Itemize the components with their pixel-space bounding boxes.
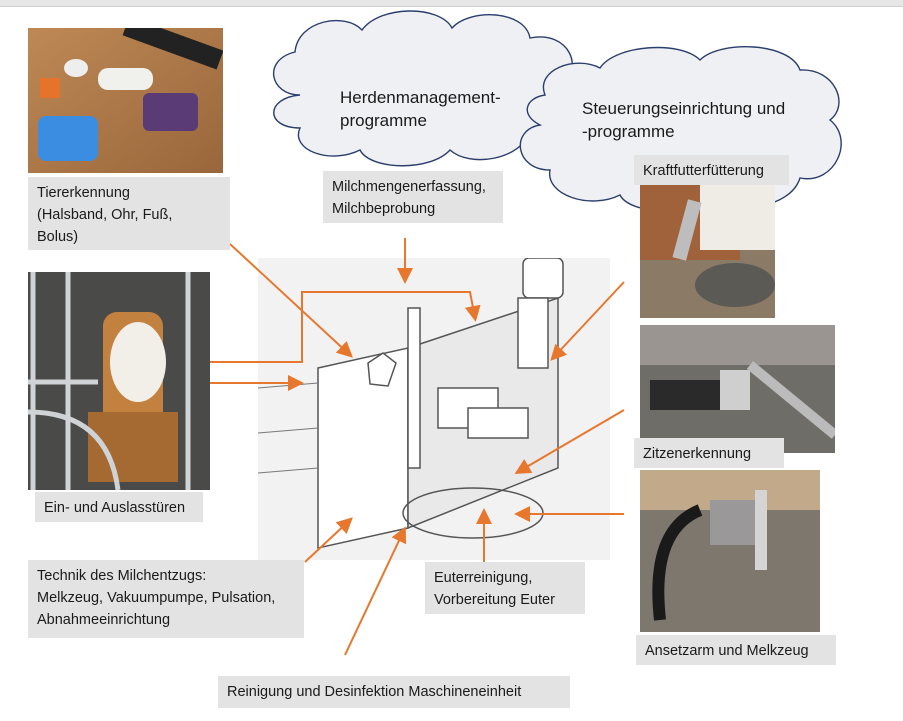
control-cloud-text: Steuerungseinrichtung und -programme xyxy=(582,97,785,143)
arrow-tiererkennung xyxy=(229,243,353,358)
label-ansetzarm-line1: Ansetzarm und Melkzeug xyxy=(645,643,809,659)
label-tiererkennung-line3: Bolus) xyxy=(37,229,79,245)
label-tiererkennung-line1: Tiererkennung xyxy=(37,185,130,201)
label-tiererkennung: Tiererkennung (Halsband, Ohr, Fuß, Bolus… xyxy=(28,177,230,250)
arrow-technik xyxy=(304,517,353,563)
label-tiererkennung-line2: (Halsband, Ohr, Fuß, xyxy=(37,207,173,223)
control-cloud-line1: Steuerungseinrichtung und xyxy=(582,99,786,118)
label-tueren: Ein- und Auslasstüren xyxy=(35,492,203,522)
label-reinigung-line1: Reinigung und Desinfektion Maschineneinh… xyxy=(227,684,522,700)
herd-cloud-line1: Herdenmanagement- xyxy=(340,88,501,107)
label-kraftfutter: Kraftfutterfütterung xyxy=(634,155,789,185)
label-ansetzarm: Ansetzarm und Melkzeug xyxy=(636,635,836,665)
label-zitzen: Zitzenerkennung xyxy=(634,438,784,468)
teat-detection-photo xyxy=(640,325,835,453)
label-milchmenge: Milchmengenerfassung, Milchbeprobung xyxy=(323,171,503,223)
label-kraftfutter-line1: Kraftfutterfütterung xyxy=(643,163,764,179)
label-tueren-line1: Ein- und Auslasstüren xyxy=(44,500,186,516)
control-cloud-line2: -programme xyxy=(582,122,675,141)
arrow-zitzen xyxy=(514,409,625,475)
arrow-kraftfutter xyxy=(550,281,625,361)
label-technik-line3: Abnahmeeinrichtung xyxy=(37,612,171,628)
label-reinigung: Reinigung und Desinfektion Maschineneinh… xyxy=(218,676,570,708)
arrow-reinigung xyxy=(344,526,407,656)
milking-arm-photo xyxy=(640,470,820,632)
window-top-bar xyxy=(0,0,903,7)
label-milchmenge-line1: Milchmengenerfassung, xyxy=(332,179,486,195)
label-technik: Technik des Milchentzugs: Melkzeug, Vaku… xyxy=(28,560,304,638)
herd-cloud-text: Herdenmanagement- programme xyxy=(340,86,501,132)
label-euter-line2: Vorbereitung Euter xyxy=(434,592,555,608)
label-euter-line1: Euterreinigung, xyxy=(434,570,533,586)
label-milchmenge-line2: Milchbeprobung xyxy=(332,201,436,217)
herd-cloud-line2: programme xyxy=(340,111,427,130)
arrow-tueren xyxy=(210,291,481,363)
cow-gate-photo xyxy=(28,272,210,490)
milking-robot-drawing xyxy=(258,258,610,560)
label-zitzen-line1: Zitzenerkennung xyxy=(643,446,752,462)
concentrate-feeding-photo xyxy=(640,180,775,318)
label-technik-line2: Melkzeug, Vakuumpumpe, Pulsation, xyxy=(37,590,276,606)
ear-tag-collar-photo xyxy=(28,28,223,173)
label-technik-line1: Technik des Milchentzugs: xyxy=(37,568,207,584)
label-euter: Euterreinigung, Vorbereitung Euter xyxy=(425,562,585,614)
